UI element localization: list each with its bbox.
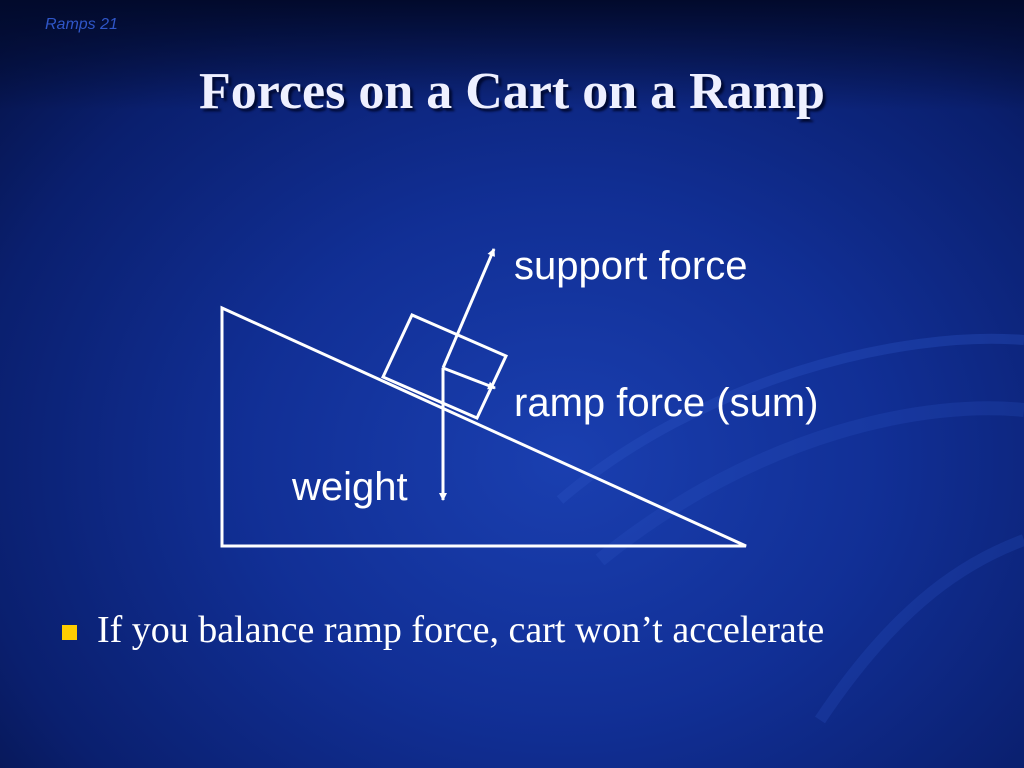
slide-title: Forces on a Cart on a Ramp xyxy=(199,63,825,120)
support-force-label: support force xyxy=(514,244,748,288)
bullet-point: If you balance ramp force, cart won’t ac… xyxy=(62,608,824,652)
weight-label: weight xyxy=(292,465,408,509)
ramp-triangle xyxy=(220,305,747,548)
ramp-force-arrow xyxy=(442,366,496,390)
square-bullet-icon xyxy=(62,624,77,640)
top-shading xyxy=(0,0,1024,110)
slide-number-label: Ramps 21 xyxy=(45,16,118,33)
ramp-force-label: ramp force (sum) xyxy=(514,381,819,425)
cart-box xyxy=(380,313,509,420)
bullet-text: If you balance ramp force, cart won’t ac… xyxy=(97,609,825,651)
support-force-arrow xyxy=(441,248,496,369)
